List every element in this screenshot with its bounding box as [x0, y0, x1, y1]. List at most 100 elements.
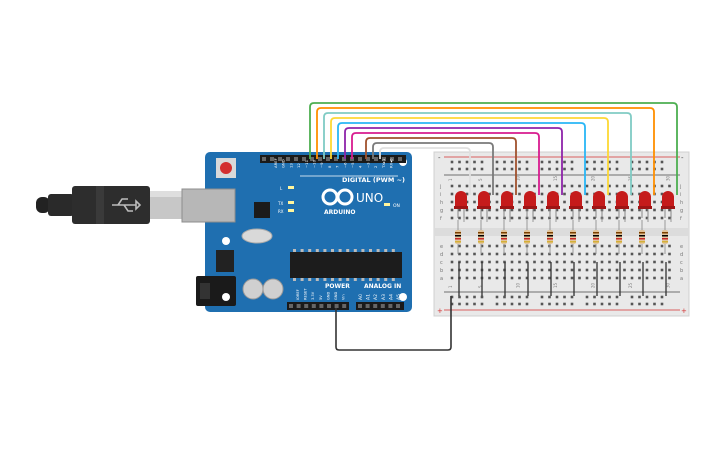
breadboard-hole[interactable] [660, 268, 664, 272]
rail-hole[interactable] [473, 302, 476, 306]
breadboard-hole[interactable] [578, 244, 581, 248]
rail-hole[interactable] [638, 295, 641, 299]
breadboard-hole[interactable] [668, 244, 671, 248]
breadboard-hole[interactable] [488, 184, 491, 188]
breadboard-hole[interactable] [645, 276, 649, 280]
breadboard-hole[interactable] [585, 276, 589, 280]
breadboard-hole[interactable] [458, 244, 461, 248]
led[interactable] [455, 191, 467, 208]
breadboard-hole[interactable] [653, 260, 656, 264]
rail-hole[interactable] [540, 302, 544, 306]
breadboard-hole[interactable] [518, 200, 521, 204]
led[interactable] [570, 191, 582, 208]
ground-wire[interactable] [335, 296, 452, 351]
rail-hole[interactable] [645, 302, 649, 306]
breadboard-hole[interactable] [518, 252, 521, 256]
breadboard-hole[interactable] [630, 260, 634, 264]
breadboard-hole[interactable] [473, 244, 476, 248]
breadboard-hole[interactable] [525, 184, 529, 188]
breadboard-hole[interactable] [645, 208, 649, 212]
reset-button[interactable] [220, 162, 232, 174]
rail-hole[interactable] [525, 167, 529, 171]
breadboard-hole[interactable] [488, 252, 491, 256]
rail-hole[interactable] [518, 295, 521, 299]
breadboard-hole[interactable] [540, 276, 544, 280]
breadboard-hole[interactable] [495, 260, 499, 264]
rail-hole[interactable] [585, 167, 589, 171]
rail-hole[interactable] [608, 167, 611, 171]
usb-cable[interactable] [36, 186, 182, 224]
breadboard-hole[interactable] [458, 252, 461, 256]
rail-hole[interactable] [458, 295, 461, 299]
breadboard-hole[interactable] [563, 244, 566, 248]
breadboard-hole[interactable] [608, 268, 611, 272]
breadboard-hole[interactable] [548, 260, 551, 264]
breadboard-hole[interactable] [563, 276, 566, 280]
rail-hole[interactable] [570, 302, 574, 306]
header-hole[interactable] [304, 304, 309, 308]
breadboard-hole[interactable] [608, 252, 611, 256]
breadboard-hole[interactable] [510, 276, 514, 280]
breadboard-hole[interactable] [630, 252, 634, 256]
breadboard-hole[interactable] [600, 184, 604, 188]
signal-wire[interactable] [344, 127, 563, 195]
breadboard-hole[interactable] [555, 260, 559, 264]
rail-hole[interactable] [615, 160, 619, 164]
rail-hole[interactable] [548, 302, 551, 306]
breadboard-hole[interactable] [473, 208, 476, 212]
breadboard-hole[interactable] [660, 216, 664, 220]
rail-hole[interactable] [548, 160, 551, 164]
header-hole[interactable] [289, 304, 293, 308]
breadboard-hole[interactable] [653, 268, 656, 272]
breadboard-hole[interactable] [555, 216, 559, 220]
breadboard-hole[interactable] [458, 216, 461, 220]
breadboard-hole[interactable] [623, 184, 626, 188]
rail-hole[interactable] [615, 167, 619, 171]
breadboard-hole[interactable] [518, 216, 521, 220]
rail-hole[interactable] [660, 302, 664, 306]
breadboard-hole[interactable] [555, 276, 559, 280]
breadboard-hole[interactable] [533, 216, 536, 220]
breadboard-hole[interactable] [645, 268, 649, 272]
breadboard-hole[interactable] [578, 252, 581, 256]
rail-hole[interactable] [465, 160, 469, 164]
breadboard-hole[interactable] [518, 192, 521, 196]
header-hole[interactable] [358, 304, 362, 308]
rail-hole[interactable] [563, 302, 566, 306]
rail-hole[interactable] [510, 302, 514, 306]
header-hole[interactable] [302, 157, 306, 161]
rail-hole[interactable] [450, 167, 454, 171]
breadboard-hole[interactable] [488, 268, 491, 272]
header-hole[interactable] [318, 157, 322, 161]
rail-hole[interactable] [450, 302, 454, 306]
breadboard-hole[interactable] [488, 208, 491, 212]
breadboard-hole[interactable] [488, 276, 491, 280]
breadboard-hole[interactable] [638, 216, 641, 220]
breadboard-hole[interactable] [608, 276, 611, 280]
breadboard-hole[interactable] [660, 244, 664, 248]
breadboard-hole[interactable] [638, 208, 641, 212]
breadboard-hole[interactable] [608, 216, 611, 220]
breadboard-hole[interactable] [668, 252, 671, 256]
breadboard-hole[interactable] [555, 244, 559, 248]
breadboard-hole[interactable] [540, 244, 544, 248]
header-hole[interactable] [342, 157, 346, 161]
led[interactable] [616, 191, 628, 208]
breadboard-hole[interactable] [585, 192, 589, 196]
header-hole[interactable] [327, 304, 331, 308]
breadboard-hole[interactable] [660, 276, 664, 280]
breadboard-hole[interactable] [495, 276, 499, 280]
breadboard-hole[interactable] [495, 208, 499, 212]
rail-hole[interactable] [645, 160, 649, 164]
breadboard-hole[interactable] [518, 184, 521, 188]
breadboard-hole[interactable] [510, 252, 514, 256]
rail-hole[interactable] [495, 295, 499, 299]
breadboard-hole[interactable] [570, 268, 574, 272]
breadboard-hole[interactable] [473, 216, 476, 220]
breadboard-hole[interactable] [638, 184, 641, 188]
breadboard-hole[interactable] [465, 192, 469, 196]
breadboard-hole[interactable] [473, 184, 476, 188]
breadboard-hole[interactable] [450, 200, 454, 204]
breadboard-hole[interactable] [480, 184, 484, 188]
breadboard-hole[interactable] [645, 216, 649, 220]
